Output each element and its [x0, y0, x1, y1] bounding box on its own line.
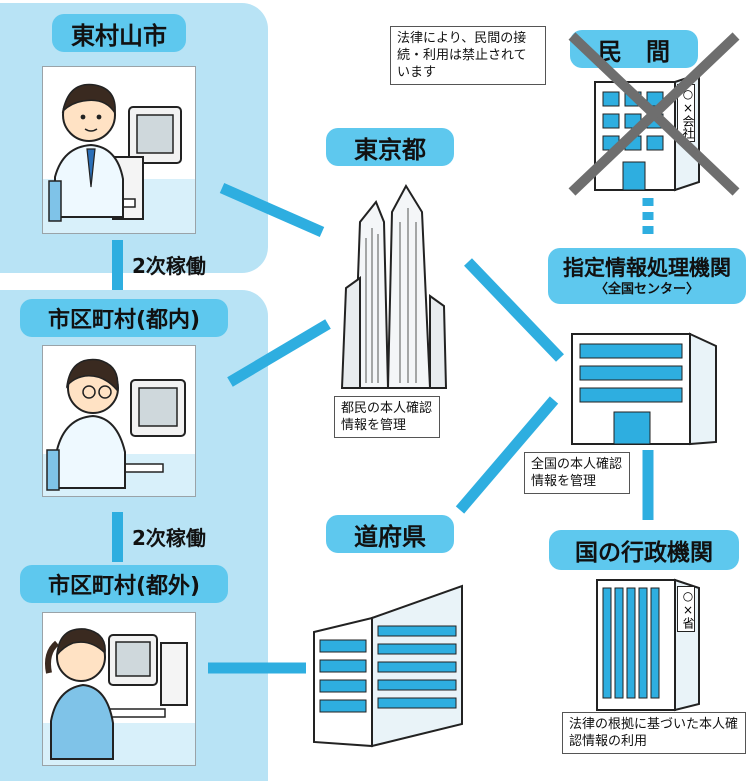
prefecture-title: 道府県 — [326, 515, 454, 553]
tokyo-title: 東京都 — [326, 128, 454, 166]
company-sign: ○×会社 — [677, 84, 695, 142]
designated-agency-title: 指定情報処理機関 〈全国センター〉 — [548, 248, 746, 304]
office-building-icon — [313, 584, 463, 748]
east-murayama-title: 東村山市 — [52, 14, 186, 52]
prohibited-cross-icon — [568, 32, 740, 196]
private-sector-note: 法律により、民間の接続・利用は禁止されています — [390, 26, 546, 85]
computer-user-icon — [43, 83, 195, 233]
national-government-title: 国の行政機関 — [549, 530, 739, 570]
municipality-outside-title: 市区町村(都外) — [20, 565, 228, 603]
step2-bar — [112, 512, 123, 562]
step2-label: 2次稼働 — [132, 526, 206, 550]
designated-agency-note: 全国の本人確認情報を管理 — [524, 452, 630, 494]
computer-user-icon — [43, 628, 195, 765]
step1-bar — [112, 240, 123, 290]
step1-label: 2次稼働 — [132, 254, 206, 278]
ministry-sign: ○×省 — [677, 586, 695, 632]
twin-tower-building-icon — [340, 183, 448, 389]
computer-user-icon — [43, 358, 195, 496]
user2-frame — [42, 345, 196, 497]
tokyo-note: 都民の本人確認情報を管理 — [334, 396, 440, 438]
user1-frame — [42, 66, 196, 234]
municipality-inside-title: 市区町村(都内) — [20, 299, 228, 337]
designated-agency-subtitle: 〈全国センター〉 — [594, 281, 699, 297]
user3-frame — [42, 612, 196, 766]
designated-agency-name: 指定情報処理機関 — [563, 255, 731, 280]
national-government-note: 法律の根拠に基づいた本人確認情報の利用 — [562, 712, 746, 754]
data-center-building-icon — [571, 332, 717, 446]
